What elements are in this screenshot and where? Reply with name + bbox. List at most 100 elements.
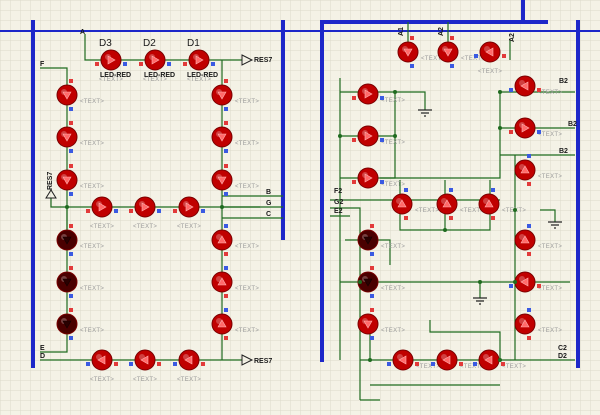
led-component[interactable]: <TEXT> [514,159,562,181]
text-placeholder: <TEXT> [460,364,484,370]
text-placeholder: <TEXT> [538,286,562,292]
diode-arrow-icon [217,319,227,328]
led-component[interactable]: <TEXT> [143,49,167,83]
diode-arrow-icon [520,319,530,328]
text-placeholder: <TEXT> [187,77,211,83]
diode-arrow-icon [520,277,529,287]
pin-marker [224,107,228,111]
pin-marker [69,149,73,153]
pin-marker [370,224,374,228]
pin-marker [450,36,454,40]
led-component[interactable]: <TEXT> [56,313,104,335]
led-component[interactable]: <TEXT> [90,196,114,230]
led-component[interactable]: <TEXT> [177,196,201,230]
diode-arrow-icon [398,355,407,365]
diode-arrow-icon [217,133,227,142]
pin-marker [69,224,73,228]
led-component[interactable]: <TEXT> [211,271,259,293]
diode-arrow-icon [62,236,72,245]
pin-marker [352,180,356,184]
led-component[interactable]: <TEXT> [90,349,114,383]
led-component[interactable]: <TEXT> [211,169,259,191]
diode-arrow-icon [140,355,149,365]
led-component[interactable]: <TEXT> [357,83,405,105]
led-component[interactable]: <TEXT> [357,125,405,147]
pin-marker [449,188,453,192]
pin-marker [157,209,161,213]
led-component[interactable]: <TEXT> [357,271,405,293]
led-component[interactable]: <TEXT> [478,349,526,371]
diode-arrow-icon [520,81,529,91]
text-placeholder: <TEXT> [99,77,123,83]
led-component[interactable]: <TEXT> [99,49,123,83]
pin-marker [370,266,374,270]
text-placeholder: <TEXT> [177,224,201,230]
led-component[interactable]: <TEXT> [56,84,104,106]
led-component[interactable]: <TEXT> [357,229,405,251]
text-placeholder: <TEXT> [235,184,259,190]
text-placeholder: <TEXT> [381,328,405,334]
diode-arrow-icon [217,277,227,286]
led-component[interactable]: <TEXT> [514,75,562,97]
led-component[interactable]: <TEXT> [211,313,259,335]
text-placeholder: <TEXT> [133,377,157,383]
led-component[interactable]: <TEXT> [437,41,485,63]
pin-marker [527,336,531,340]
led-component[interactable]: <TEXT> [211,229,259,251]
led-component[interactable]: <TEXT> [177,349,201,383]
led-component[interactable]: <TEXT> [478,41,502,75]
pin-marker [537,284,541,288]
led-component[interactable]: <TEXT> [391,193,439,215]
led-component[interactable]: <TEXT> [357,167,405,189]
led-component[interactable]: <TEXT> [56,126,104,148]
diode-arrow-icon [442,355,451,365]
net-label-e: E [40,345,45,352]
pin-marker [431,362,435,366]
junction-dots [65,90,517,362]
diode-arrow-icon [151,55,160,65]
led-component[interactable]: <TEXT> [397,41,445,63]
text-placeholder: <TEXT> [502,364,526,370]
pin-marker [69,266,73,270]
designator-d1: D1 [187,38,200,49]
led-component[interactable]: <TEXT> [436,193,484,215]
terminal-arrow-icon[interactable] [45,189,57,199]
led-component[interactable]: <TEXT> [436,349,484,371]
diode-arrow-icon [364,131,373,141]
pin-marker [173,362,177,366]
text-placeholder: <TEXT> [80,99,104,105]
led-component[interactable]: <TEXT> [56,229,104,251]
diode-arrow-icon [141,202,150,212]
terminal-arrow-icon[interactable] [241,54,254,66]
text-placeholder: <TEXT> [80,244,104,250]
pin-marker [491,188,495,192]
led-component[interactable]: <TEXT> [211,126,259,148]
led-component[interactable]: <TEXT> [514,271,562,293]
led-component[interactable]: <TEXT> [211,84,259,106]
pin-marker [224,308,228,312]
terminal-arrow-icon[interactable] [241,354,254,366]
text-placeholder: <TEXT> [381,244,405,250]
led-component[interactable]: <TEXT> [56,169,104,191]
net-label-b2-low: B2 [559,148,568,155]
diode-arrow-icon [62,91,72,100]
led-component[interactable]: <TEXT> [133,196,157,230]
diode-arrow-icon [62,133,72,142]
diode-arrow-icon [442,199,452,208]
net-label-g: G [266,200,272,207]
led-component[interactable]: <TEXT> [514,117,562,139]
led-component[interactable]: <TEXT> [392,349,440,371]
led-component[interactable]: <TEXT> [56,271,104,293]
text-placeholder: <TEXT> [235,141,259,147]
led-component[interactable]: <TEXT> [514,229,562,251]
led-component[interactable]: <TEXT> [133,349,157,383]
led-component[interactable]: <TEXT> [187,49,211,83]
led-component[interactable]: <TEXT> [357,313,405,335]
pin-marker [129,209,133,213]
led-component[interactable]: <TEXT> [514,313,562,335]
designator-d3: D3 [99,38,112,49]
pin-marker [450,64,454,68]
pin-marker [224,336,228,340]
